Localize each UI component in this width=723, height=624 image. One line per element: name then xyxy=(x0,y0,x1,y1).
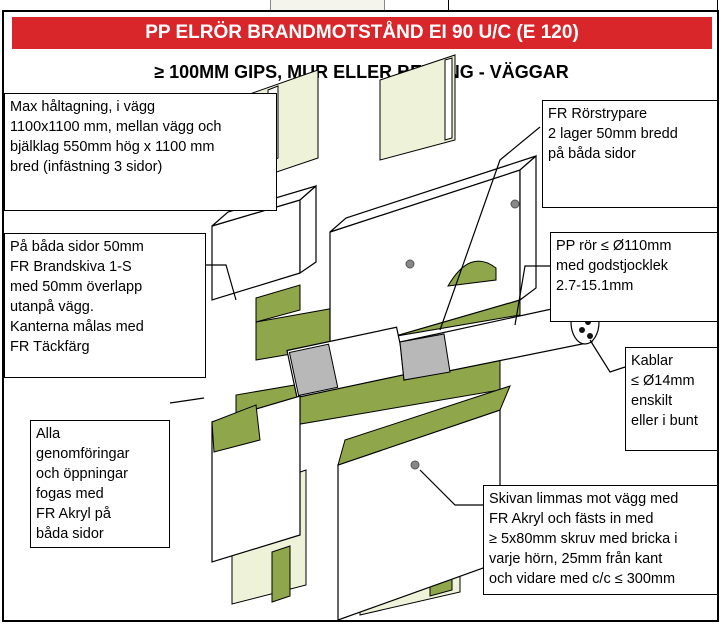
note-cables: Kablar ≤ Ø14mm enskilt eller i bunt xyxy=(625,347,718,451)
fire-board-lower-right xyxy=(337,385,511,621)
note-sealant: Alla genomföringar och öppningar fogas m… xyxy=(30,420,170,548)
note-pp-pipe: PP rör ≤ Ø110mm med godstjocklek 2.7-15.… xyxy=(550,232,718,322)
leader-lines xyxy=(169,126,626,506)
fire-board-upper-right xyxy=(329,154,537,356)
title-banner: PP ELRÖR BRANDMOTSTÅND EI 90 U/C (E 120) xyxy=(12,17,712,49)
pp-pipe-left xyxy=(286,326,408,399)
wall-panel-right xyxy=(379,54,456,161)
note-pipe-wrap: FR Rörstrypare 2 lager 50mm bredd på båd… xyxy=(542,100,718,208)
note-max-opening: Max håltagning, i vägg 1100x1100 mm, mel… xyxy=(4,93,277,211)
note-fire-board: På båda sidor 50mm FR Brandskiva 1-S med… xyxy=(4,233,206,378)
subtitle: ≥ 100MM GIPS, MUR ELLER BETONG - VÄGGAR xyxy=(154,62,569,82)
fire-board-lower-left xyxy=(211,395,301,563)
outer-frame xyxy=(2,10,719,622)
fire-board-upper-left xyxy=(211,184,317,323)
note-glue-screws: Skivan limmas mot vägg med FR Akryl och … xyxy=(483,485,718,595)
